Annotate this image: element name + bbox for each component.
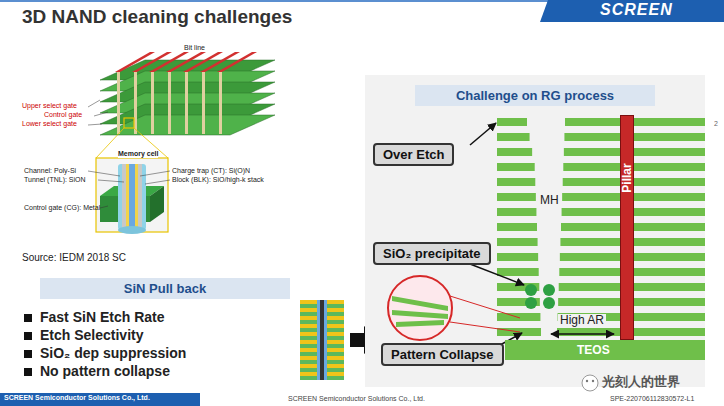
bullet-text: Etch Selectivity xyxy=(40,327,144,343)
callout-arrows xyxy=(470,123,614,345)
callout-box: Over Etch xyxy=(373,143,454,166)
left-stripe xyxy=(497,313,540,321)
bit-line xyxy=(132,52,172,72)
bit-line xyxy=(200,52,240,72)
part-label: Charge trap (CT): Si(O)N xyxy=(172,167,250,175)
dimension-label: High AR xyxy=(558,314,606,328)
pillar-bar: Pillar xyxy=(620,115,634,340)
pillar-post xyxy=(185,72,188,134)
left-stripe xyxy=(497,238,538,246)
node-text: Pattern Collapse xyxy=(391,347,494,362)
dimension-label: MH xyxy=(539,194,560,208)
node-text: Pillar xyxy=(620,164,634,193)
bit-line xyxy=(166,52,206,72)
left-stripe xyxy=(497,133,530,141)
right-stripe xyxy=(565,118,705,126)
footer-text: SPE-220706112830572-L1 xyxy=(610,395,694,403)
left-stripe xyxy=(497,223,537,231)
slide-title: 3D NAND cleaning challenges xyxy=(22,6,292,28)
collapse-zoom xyxy=(388,276,520,340)
source-note: Source: IEDM 2018 SC xyxy=(22,252,126,264)
rg-panel xyxy=(365,75,705,387)
part-label: Memory cell xyxy=(118,150,158,158)
page-number: 2 xyxy=(714,120,718,128)
bit-line xyxy=(115,52,155,72)
node-text: SiN Pull back xyxy=(124,281,206,296)
part-label: Bit line xyxy=(184,44,205,52)
word-line-stripes xyxy=(497,118,705,336)
callout-box: SiO₂ precipitate xyxy=(373,242,491,265)
logo-text: SCREEN xyxy=(600,1,673,19)
pillar-post xyxy=(168,72,171,134)
pillar-post xyxy=(117,72,120,134)
teos-band: TEOS xyxy=(505,340,705,360)
part-label: Channel: Poly-Si xyxy=(24,167,76,175)
right-stripe xyxy=(563,163,705,171)
left-stripe xyxy=(497,268,539,276)
bullet-text: No pattern collapse xyxy=(40,363,170,379)
part-label: Lower select gate xyxy=(22,120,77,128)
part-label: Tunnel (TNL): SiON xyxy=(24,176,86,184)
pillar-post xyxy=(151,72,154,134)
node-text: TEOS xyxy=(577,343,610,357)
nand-illustration xyxy=(88,52,275,234)
footer-text: SCREEN Semiconductor Solutions Co., Ltd. xyxy=(288,395,425,403)
logo-band xyxy=(540,0,724,22)
right-stripe xyxy=(564,148,705,156)
bit-line xyxy=(149,52,189,72)
channel-core xyxy=(320,300,324,380)
section-header: SiN Pull back xyxy=(40,278,290,299)
left-stripe xyxy=(497,253,538,261)
left-stripe xyxy=(497,193,536,201)
sio2-precipitate-dots xyxy=(525,284,555,309)
footer-band xyxy=(0,393,200,406)
left-stripe xyxy=(497,178,535,186)
section-header: Challenge on RG process xyxy=(415,85,655,106)
node-text: Over Etch xyxy=(383,147,444,162)
bullet-text: SiO₂ dep suppression xyxy=(40,345,186,361)
pillar-post xyxy=(219,72,222,134)
part-label: Block (BLK): SiO/high-k stack xyxy=(172,176,264,184)
bullet-squares xyxy=(24,314,32,376)
callout-box: Pattern Collapse xyxy=(381,343,504,366)
watermark: 光刻人的世界 xyxy=(602,375,680,390)
part-label: Upper select gate xyxy=(22,102,77,110)
left-stripe xyxy=(497,118,527,126)
channel xyxy=(317,300,327,380)
node-text: Challenge on RG process xyxy=(456,88,614,103)
left-stripe xyxy=(497,148,532,156)
wechat-icon xyxy=(582,375,598,391)
part-label: Control gate xyxy=(44,111,82,119)
right-stripe xyxy=(564,133,705,141)
footer-text: SCREEN Semiconductor Solutions Co., Ltd. xyxy=(4,394,150,402)
bit-line xyxy=(183,52,223,72)
part-label: Control gate (CG): Metal xyxy=(24,204,100,212)
left-stripe xyxy=(497,163,535,171)
node-text: SiO₂ precipitate xyxy=(383,246,481,261)
bullet-text: Fast SiN Etch Rate xyxy=(40,309,164,325)
pillar-post xyxy=(202,72,205,134)
bit-line xyxy=(217,52,257,72)
left-stripe xyxy=(497,208,536,216)
